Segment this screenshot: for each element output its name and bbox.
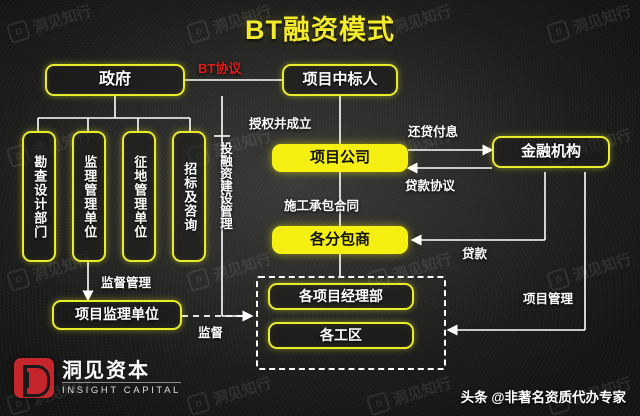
node-tender-consulting[interactable]: 招标及咨询 [172, 131, 206, 262]
credit-text: 头条 @非著名资质代办专家 [460, 390, 626, 405]
node-financial-institution[interactable]: 金融机构 [492, 136, 610, 168]
brand-name-cn: 洞见资本 [62, 359, 150, 382]
label-repay-interest: 还贷付息 [408, 125, 459, 139]
node-winning-bidder[interactable]: 项目中标人 [282, 64, 398, 96]
page-title: BT融资模式 [245, 15, 395, 45]
insight-capital-mark-icon [14, 358, 54, 398]
node-supervision-unit[interactable]: 监理管理单位 [72, 131, 106, 262]
project-execution-group [256, 276, 446, 370]
node-work-zones[interactable]: 各工区 [268, 322, 414, 349]
node-project-manager-dept[interactable]: 各项目经理部 [268, 283, 414, 310]
node-land-management-unit[interactable]: 征地管理单位 [122, 131, 156, 262]
label-supervise-manage: 监督管理 [101, 276, 152, 290]
label-bt-agreement: BT协议 [198, 61, 242, 76]
label-construction-contract: 施工承包合同 [284, 199, 360, 213]
label-supervise: 监督 [198, 326, 224, 340]
label-loan: 贷款 [462, 247, 488, 261]
node-survey-design[interactable]: 勘查设计部门 [22, 131, 56, 262]
node-project-supervisor[interactable]: 项目监理单位 [52, 300, 182, 330]
brand-logo: 洞见资本 INSIGHT CAPITAL [14, 358, 181, 398]
node-project-company[interactable]: 项目公司 [272, 144, 408, 172]
label-loan-agreement: 贷款协议 [405, 179, 456, 193]
label-project-management: 项目管理 [523, 292, 574, 306]
node-government[interactable]: 政府 [45, 64, 185, 96]
label-authorize-establish: 授权并成立 [249, 117, 312, 131]
node-subcontractors[interactable]: 各分包商 [272, 226, 408, 254]
brand-name-en: INSIGHT CAPITAL [62, 381, 181, 396]
label-investment-construction-management: 投融资建设管理 [218, 142, 232, 230]
